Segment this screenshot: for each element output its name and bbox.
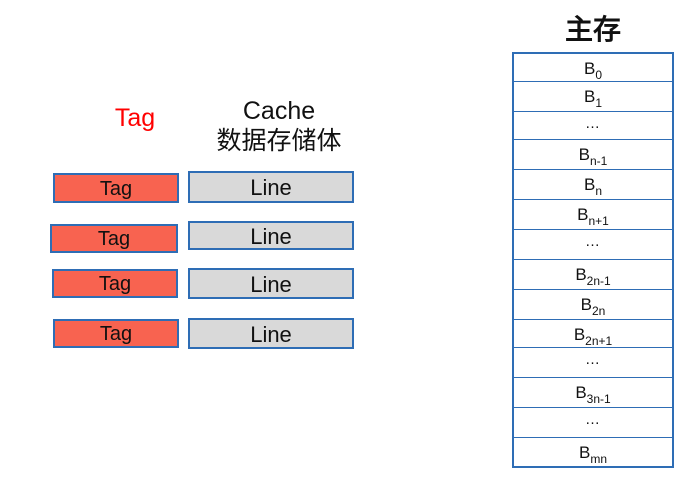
memory-block: Bn-1 <box>514 140 672 170</box>
memory-block-ellipsis: … <box>514 348 672 378</box>
memory-block-index: 2n+1 <box>585 334 613 348</box>
memory-block-index: 2n <box>591 304 606 318</box>
memory-block-label: B <box>578 443 591 462</box>
memory-block-index: n <box>595 184 603 198</box>
line-box: Line <box>188 171 354 203</box>
memory-block-label: B <box>583 59 596 78</box>
memory-block-index: n-1 <box>590 154 608 168</box>
main-memory-title: 主存 <box>564 13 621 46</box>
memory-block: B0 <box>514 54 672 82</box>
tag-box: Tag <box>53 173 179 203</box>
memory-block-index: 2n-1 <box>586 274 611 288</box>
line-box: Line <box>188 221 354 250</box>
memory-block-label: B <box>580 295 592 314</box>
line-box: Line <box>188 318 354 349</box>
cache-heading: Cache 数据存储体 <box>200 96 358 156</box>
memory-block-label: B <box>578 145 590 164</box>
memory-block-label: B <box>575 265 587 284</box>
memory-block: Bmn <box>514 438 672 466</box>
cache-heading-title: Cache <box>242 97 316 125</box>
memory-block: B1 <box>514 82 672 112</box>
line-box: Line <box>188 268 354 299</box>
memory-block-index: 3n-1 <box>586 392 611 406</box>
memory-block: Bn+1 <box>514 200 672 230</box>
memory-block: B3n-1 <box>514 378 672 408</box>
memory-block-label: B <box>583 175 596 194</box>
tag-heading: Tag <box>114 104 156 132</box>
cache-heading-subtitle: 数据存储体 <box>216 127 342 155</box>
memory-block-label: … <box>585 233 601 250</box>
tag-box: Tag <box>53 319 179 348</box>
memory-block-ellipsis: … <box>514 112 672 140</box>
tag-box: Tag <box>50 224 178 253</box>
memory-block-label: B <box>575 383 587 402</box>
memory-block-label: … <box>585 411 601 428</box>
memory-block: B2n-1 <box>514 260 672 290</box>
memory-block: B2n <box>514 290 672 320</box>
memory-block-ellipsis: … <box>514 408 672 438</box>
memory-block: Bn <box>514 170 672 200</box>
memory-block: B2n+1 <box>514 320 672 348</box>
memory-block-index: mn <box>590 452 607 466</box>
memory-block-index: 1 <box>595 96 603 110</box>
memory-block-label: B <box>577 205 589 224</box>
memory-block-label: B <box>583 87 596 106</box>
memory-block-index: n+1 <box>588 214 609 228</box>
memory-block-label: … <box>585 115 601 132</box>
memory-block-label: B <box>573 325 586 344</box>
tag-box: Tag <box>52 269 178 298</box>
memory-block-ellipsis: … <box>514 230 672 260</box>
memory-block-label: … <box>585 351 601 368</box>
memory-block-index: 0 <box>595 68 603 82</box>
